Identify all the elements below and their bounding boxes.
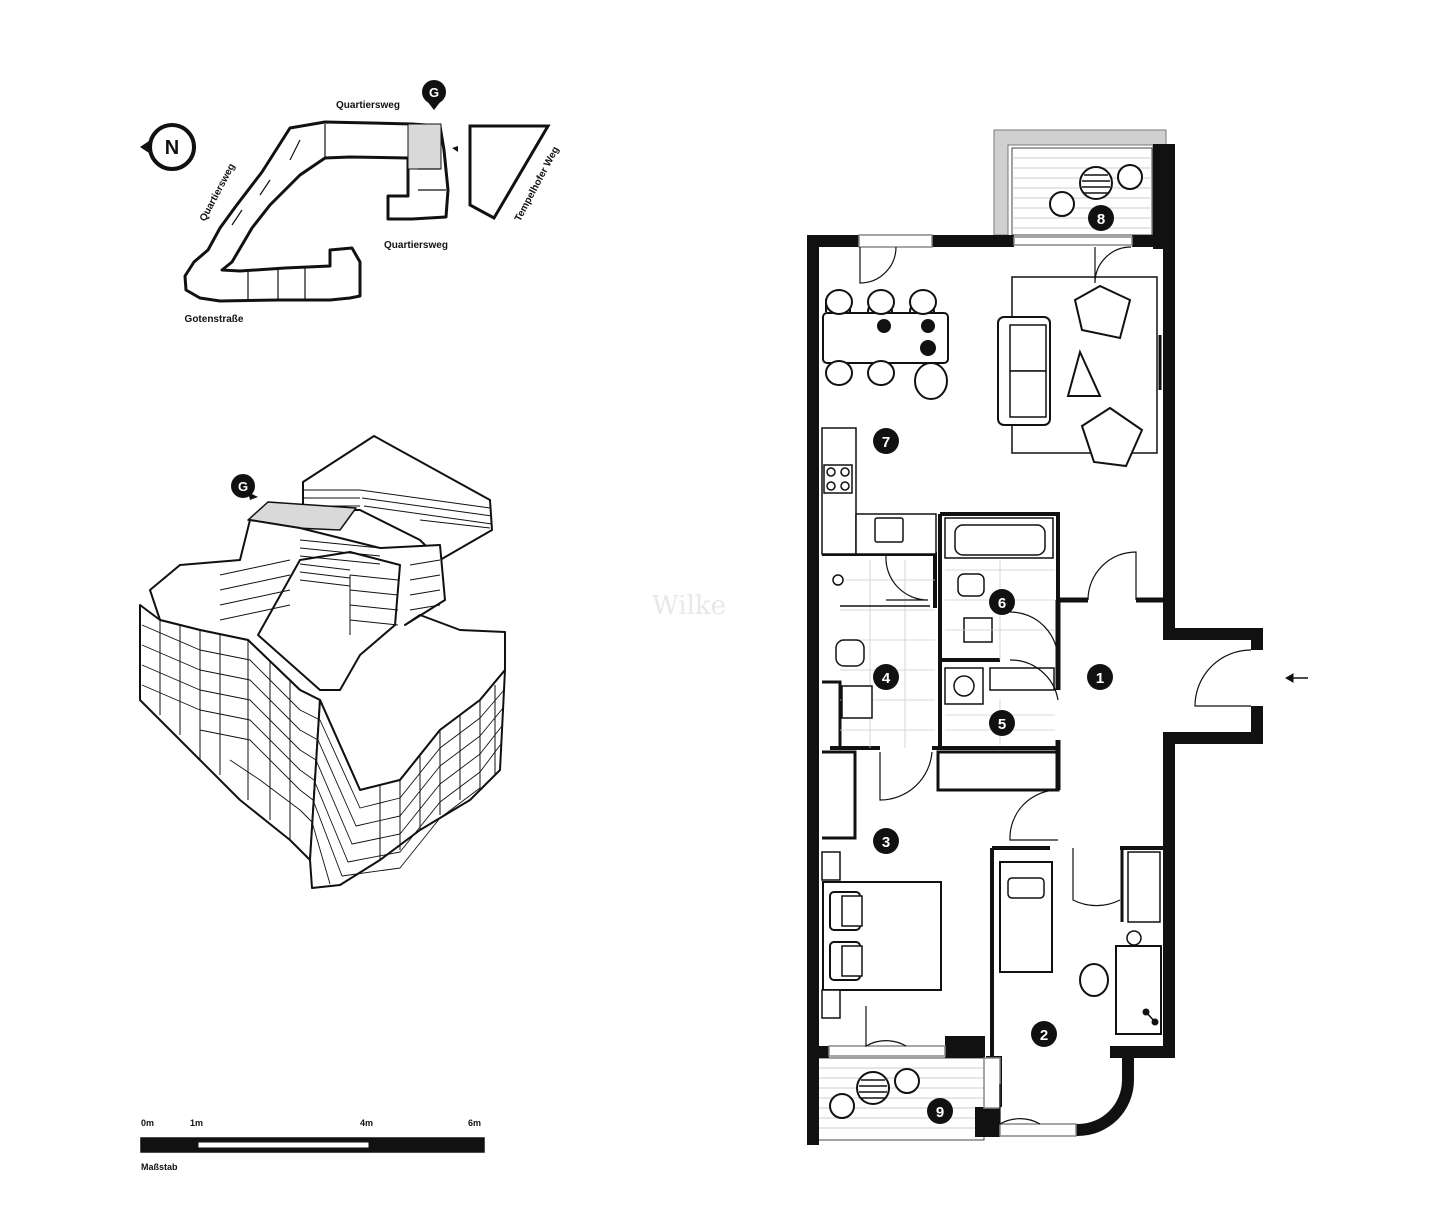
balcony-chair-icon [829, 1093, 855, 1119]
isometric-building-view: G [139, 435, 506, 889]
scale-tick-1: 1m [190, 1118, 203, 1128]
north-compass-icon: N [140, 123, 196, 171]
svg-text:G: G [429, 85, 439, 100]
svg-text:7: 7 [882, 434, 890, 451]
iso-location-marker-icon: G [231, 474, 258, 500]
scale-tick-4: 4m [360, 1118, 373, 1128]
doors [859, 246, 1252, 1126]
living-area [997, 276, 1162, 468]
exterior-walls [807, 235, 1263, 1145]
svg-text:5: 5 [998, 716, 1006, 733]
svg-text:G: G [238, 479, 248, 494]
site-building-segments [231, 124, 446, 300]
utility-5 [944, 667, 1055, 745]
svg-text:9: 9 [936, 1104, 944, 1121]
svg-text:6: 6 [998, 595, 1006, 612]
room-marker-5: 5 [989, 710, 1015, 736]
wardrobes [1127, 851, 1161, 923]
room-marker-9: 9 [927, 1098, 953, 1124]
bathtub-icon [954, 524, 1046, 556]
coffee-table-icon [1066, 349, 1102, 397]
toilet-icon [957, 573, 985, 597]
balcony-chair-icon [894, 1068, 920, 1094]
washbasin-icon [841, 685, 873, 719]
street-label-bottom: Gotenstraße [185, 314, 244, 325]
room-marker-7: 7 [873, 428, 899, 454]
scale-tick-0: 0m [141, 1118, 154, 1128]
scale-bar: 0m 1m 4m 6m Maßstab [140, 1118, 485, 1172]
room-marker-4: 4 [873, 664, 899, 690]
armchair-icon [1080, 406, 1144, 468]
room-number-markers: 1 2 3 4 5 6 7 8 9 [873, 205, 1114, 1124]
balcony-top [993, 129, 1175, 249]
toilet-icon [835, 639, 865, 667]
room-marker-6: 6 [989, 589, 1015, 615]
room-marker-3: 3 [873, 828, 899, 854]
svg-text:3: 3 [882, 834, 890, 851]
neighbor-building [468, 124, 551, 221]
location-marker-icon: G [422, 80, 446, 110]
bathroom-4 [832, 560, 935, 748]
kitchen-sink-icon [874, 517, 904, 543]
balcony-chair-icon [1117, 164, 1143, 190]
bathroom-6 [944, 517, 1055, 660]
highlighted-unit-site [407, 123, 442, 170]
site-plan: N G Quartiersweg Quartiersweg Quartie [140, 80, 562, 325]
scale-tick-6: 6m [468, 1118, 481, 1128]
room-marker-8: 8 [1088, 205, 1114, 231]
bedroom-3 [821, 851, 942, 1019]
street-label-top: Quartiersweg [336, 100, 400, 111]
svg-text:4: 4 [882, 670, 891, 687]
svg-text:8: 8 [1097, 211, 1105, 228]
balcony-bottom [816, 1057, 985, 1141]
entrance-arrow-icon [452, 146, 458, 152]
entrance-arrow-icon [1284, 673, 1308, 683]
pillow-icon [1007, 877, 1045, 899]
armchair-icon [1073, 284, 1132, 340]
room-marker-2: 2 [1031, 1021, 1057, 1047]
room-marker-1: 1 [1087, 664, 1113, 690]
dining-set [822, 289, 949, 400]
kitchen-counter [821, 427, 937, 555]
scale-title: Maßstab [141, 1162, 178, 1172]
balcony-table-icon [1079, 166, 1113, 200]
balcony-table-icon [856, 1071, 890, 1105]
north-label: N [165, 137, 179, 159]
desk-chair-icon [1079, 963, 1109, 997]
balcony-chair-icon [1049, 191, 1075, 217]
svg-text:2: 2 [1040, 1027, 1048, 1044]
svg-text:1: 1 [1096, 670, 1104, 687]
watermark-text: Wilke [652, 591, 726, 621]
armchair-icon [914, 362, 948, 400]
washing-machine-icon [944, 667, 984, 705]
street-label-right-bottom: Quartiersweg [384, 240, 448, 251]
floor-plan: Wilke [652, 129, 1308, 1145]
bedroom-2 [999, 861, 1162, 1035]
